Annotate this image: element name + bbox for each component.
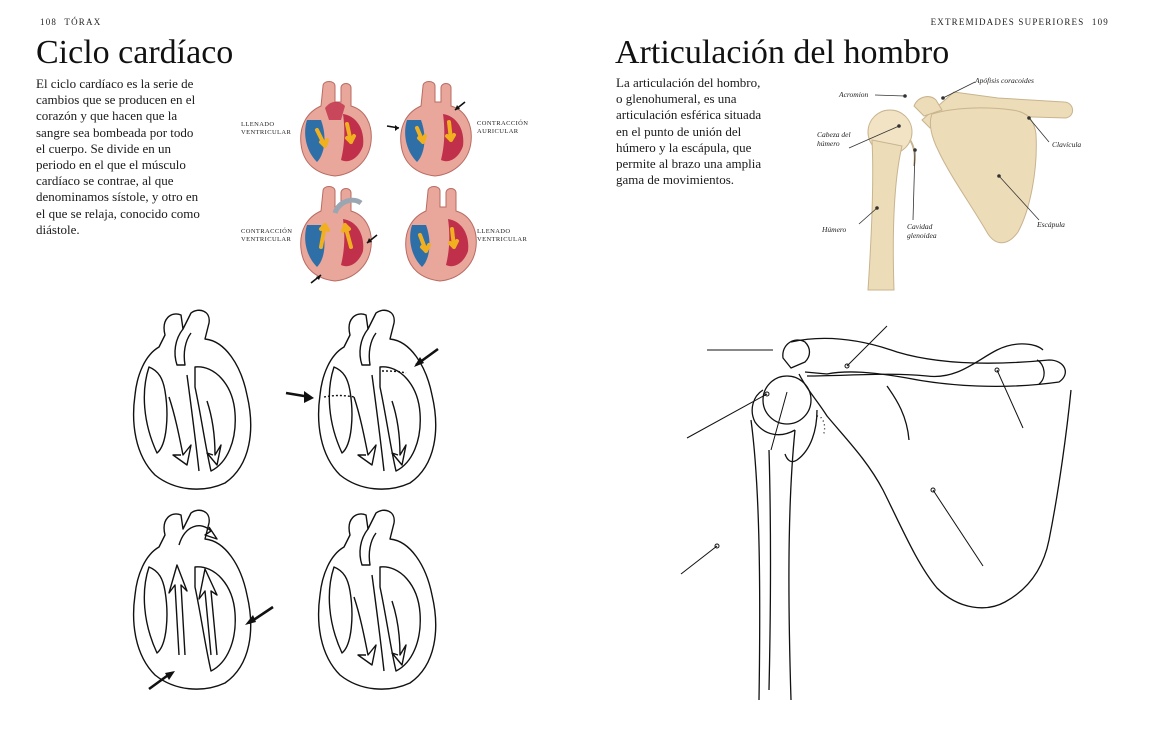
caption-ventricular-contraction: CONTRACCIÓN VENTRICULAR (241, 228, 293, 243)
label-leader-lines (848, 81, 1050, 225)
outline-heart-4 (317, 509, 437, 690)
color-heart-atrial-contraction (386, 81, 472, 177)
section-name-left: TÓRAX (64, 17, 102, 27)
label-coracoid: Apófisis coracoides (975, 76, 1034, 85)
page-title-left: Ciclo cardíaco (36, 34, 234, 71)
caption-atrial-contraction: CONTRACCIÓN AURICULAR (477, 120, 529, 135)
page-number-right: 109 (1091, 17, 1109, 27)
color-shoulder-illustration (867, 91, 1073, 291)
body-text-right: La articulación del hombro, o glenohumer… (616, 75, 762, 188)
outline-heart-3 (132, 509, 274, 691)
running-head-right: EXTREMIDADES SUPERIORES 109 (931, 17, 1113, 27)
caption-filling-top: LLENADO VENTRICULAR (241, 121, 292, 136)
label-humerus: Húmero (822, 225, 847, 234)
caption-filling-bottom: LLENADO VENTRICULAR (477, 228, 528, 243)
page-number-left: 108 (40, 17, 58, 27)
label-glenoid: Cavidad glenoidea (907, 222, 937, 240)
color-heart-filling (300, 81, 372, 177)
label-scapula: Escápula (1037, 220, 1065, 229)
running-head-left: 108 TÓRAX (36, 17, 101, 27)
outline-shoulder-illustration (680, 325, 1072, 701)
right-page: EXTREMIDADES SUPERIORES 109 Articulación… (577, 0, 1155, 737)
label-humeral-head: Cabeza del húmero (817, 130, 851, 148)
label-clavicle: Clavícula (1052, 140, 1082, 149)
color-heart-ventricular-contraction (300, 186, 378, 284)
color-heart-relaxation (405, 186, 477, 282)
label-acromion: Acromion (839, 90, 869, 99)
body-text-left: El ciclo cardíaco es la serie de cambios… (36, 76, 200, 237)
left-page: 108 TÓRAX Ciclo cardíaco El ciclo cardía… (0, 0, 577, 737)
outline-heart-2 (285, 309, 439, 490)
section-name-right: EXTREMIDADES SUPERIORES (930, 17, 1085, 27)
page-title-right: Articulación del hombro (615, 34, 950, 71)
outline-heart-1 (132, 309, 252, 490)
